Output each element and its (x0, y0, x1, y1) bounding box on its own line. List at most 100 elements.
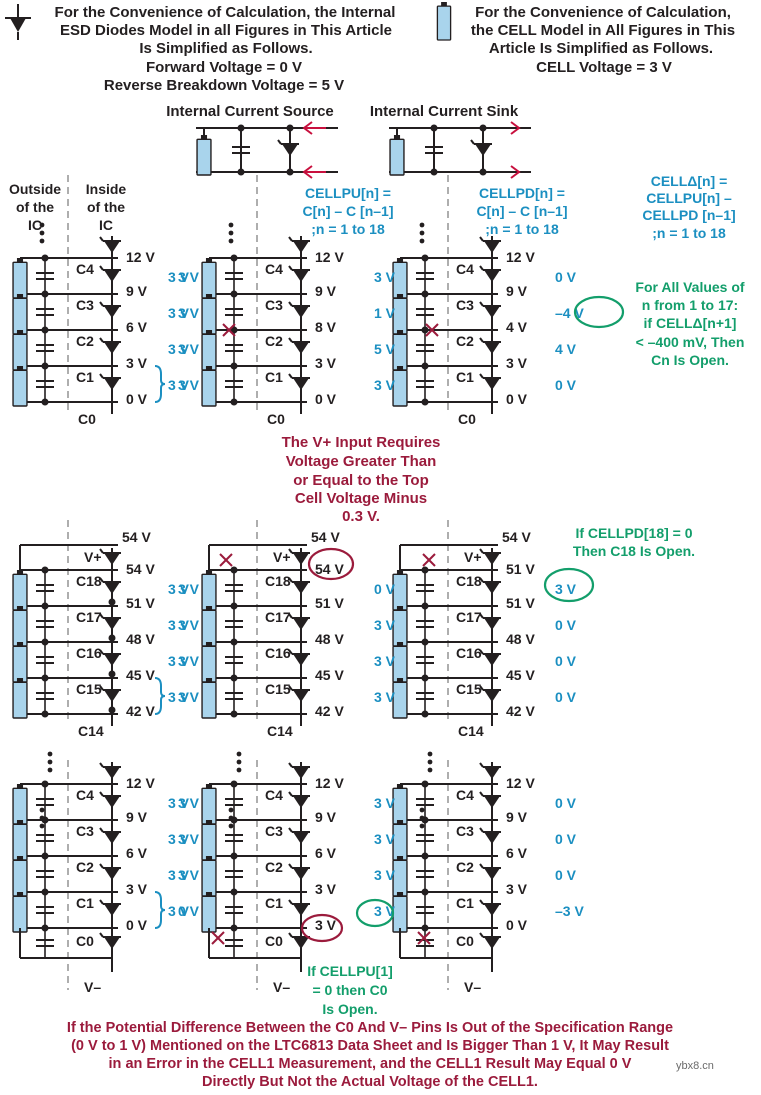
svg-text:of the: of the (16, 199, 54, 215)
node-voltage: 4 V (506, 319, 528, 335)
esd-diode-icon (104, 618, 120, 630)
battery-cell-icon (392, 605, 408, 647)
outside-label: Outside of the IC (9, 181, 61, 233)
battery-cell-icon (12, 677, 28, 719)
svg-text:Cn Is Open.: Cn Is Open. (651, 352, 729, 368)
pin-label: C3 (456, 823, 474, 839)
esd-diode-icon (104, 767, 120, 779)
battery-cell-icon (201, 569, 217, 611)
battery-cell-icon (392, 677, 408, 719)
esd-diode-icon (484, 796, 500, 808)
battery-cell-icon (196, 134, 212, 176)
svg-text:C[n] – C [n–1]: C[n] – C [n–1] (303, 203, 394, 219)
cell-delta-value: 0 V (555, 377, 577, 393)
node-voltage: 3 V (506, 355, 528, 371)
node-voltage: 3 V (506, 881, 528, 897)
vminus-label: V– (84, 979, 101, 995)
pin-label: C3 (265, 297, 283, 313)
esd-diode-icon (293, 618, 309, 630)
battery-cell-icon (12, 257, 28, 299)
cell-voltage: 3 V (168, 689, 190, 705)
node-voltage: 12 V (315, 775, 344, 791)
node-voltage: 9 V (315, 283, 337, 299)
svg-text:Voltage Greater Than: Voltage Greater Than (286, 453, 437, 470)
legend-cell-line-3: Article Is Simplified as Follows. (489, 40, 713, 57)
node-voltage: 9 V (315, 809, 337, 825)
esd-diode-icon (484, 378, 500, 390)
battery-cell-icon (392, 293, 408, 335)
cell-voltage: 3 V (178, 305, 200, 321)
node-voltage: 48 V (126, 631, 155, 647)
cell-voltage: 0 V (178, 903, 200, 919)
cell-voltage: 3 V (168, 867, 190, 883)
pin-label: C15 (76, 681, 102, 697)
node-voltage: 6 V (315, 845, 337, 861)
node-voltage: 6 V (506, 845, 528, 861)
cell-voltage: 3 V (178, 867, 200, 883)
cell-voltage: 5 V (374, 341, 396, 357)
esd-diode-icon (293, 342, 309, 354)
battery-cell-icon (12, 819, 28, 861)
cell-delta-value: 0 V (555, 795, 577, 811)
legend-diode-line-5: Reverse Breakdown Voltage = 5 V (104, 77, 344, 94)
svg-text:If the Potential Difference Be: If the Potential Difference Between the … (67, 1020, 673, 1036)
node-voltage: 45 V (506, 667, 535, 683)
vminus-label: V– (464, 979, 481, 995)
cell-voltage: 3 V (178, 617, 200, 633)
pin-label: C0 (76, 933, 94, 949)
cell-voltage: 3 V (178, 581, 200, 597)
cell-voltage: 3 V (168, 617, 190, 633)
bottom-note: If the Potential Difference Between the … (67, 1020, 673, 1090)
pin-label: C0 (458, 411, 476, 427)
pin-label: C3 (76, 823, 94, 839)
battery-cell-icon (201, 819, 217, 861)
esd-diode-icon (104, 582, 120, 594)
svg-text:The V+ Input Requires: The V+ Input Requires (282, 434, 441, 451)
battery-cell-icon (201, 293, 217, 335)
legend-cell-line-1: For the Convenience of Calculation, (475, 4, 731, 21)
svg-text:of the: of the (87, 199, 125, 215)
pin-label: C0 (456, 933, 474, 949)
esd-diode-icon (104, 690, 120, 702)
node-voltage: 3 V (315, 355, 337, 371)
annotations (154, 295, 625, 945)
esd-diode-icon (484, 553, 500, 565)
node-voltage: 54 V (315, 561, 344, 577)
legend-diode: For the Convenience of Calculation, the … (5, 4, 395, 94)
battery-cell-icon (392, 783, 408, 825)
battery-cell-icon (12, 365, 28, 407)
node-voltage: 42 V (315, 703, 344, 719)
svg-text:;n = 1 to 18: ;n = 1 to 18 (311, 221, 385, 237)
current-sink-label: Internal Current Sink (370, 103, 519, 120)
node-voltage: 51 V (506, 561, 535, 577)
esd-diode-icon (484, 868, 500, 880)
pin-label: C16 (76, 645, 102, 661)
inside-label: Inside of the IC (86, 181, 127, 233)
pin-label: C4 (456, 261, 474, 277)
cellpu-formula: CELLPU[n] = C[n] – C [n–1] ;n = 1 to 18 (303, 185, 394, 237)
cell-voltage: 3 V (178, 831, 200, 847)
pin-label: C3 (76, 297, 94, 313)
diode-legend-icon (5, 4, 31, 40)
note-c0-open: If CELLPU[1] = 0 then C0 Is Open. (307, 963, 393, 1017)
node-voltage: 3 V (126, 355, 148, 371)
cell-delta-value: 0 V (555, 617, 577, 633)
cell-voltage: 3 V (168, 903, 190, 919)
node-voltage: 0 V (126, 917, 148, 933)
cell-legend-icon (436, 1, 452, 41)
battery-cell-icon (392, 855, 408, 897)
pin-label: C16 (456, 645, 482, 661)
esd-diode-icon (293, 654, 309, 666)
cell-delta-value: –3 V (555, 903, 584, 919)
esd-diode-icon (293, 241, 309, 253)
battery-cell-icon (201, 365, 217, 407)
cell-delta-value: –4 V (555, 305, 584, 321)
node-voltage: 12 V (315, 249, 344, 265)
current-sink-schematic (389, 121, 531, 179)
pin-label: C17 (76, 609, 102, 625)
legend-cell-line-4: CELL Voltage = 3 V (536, 59, 672, 76)
